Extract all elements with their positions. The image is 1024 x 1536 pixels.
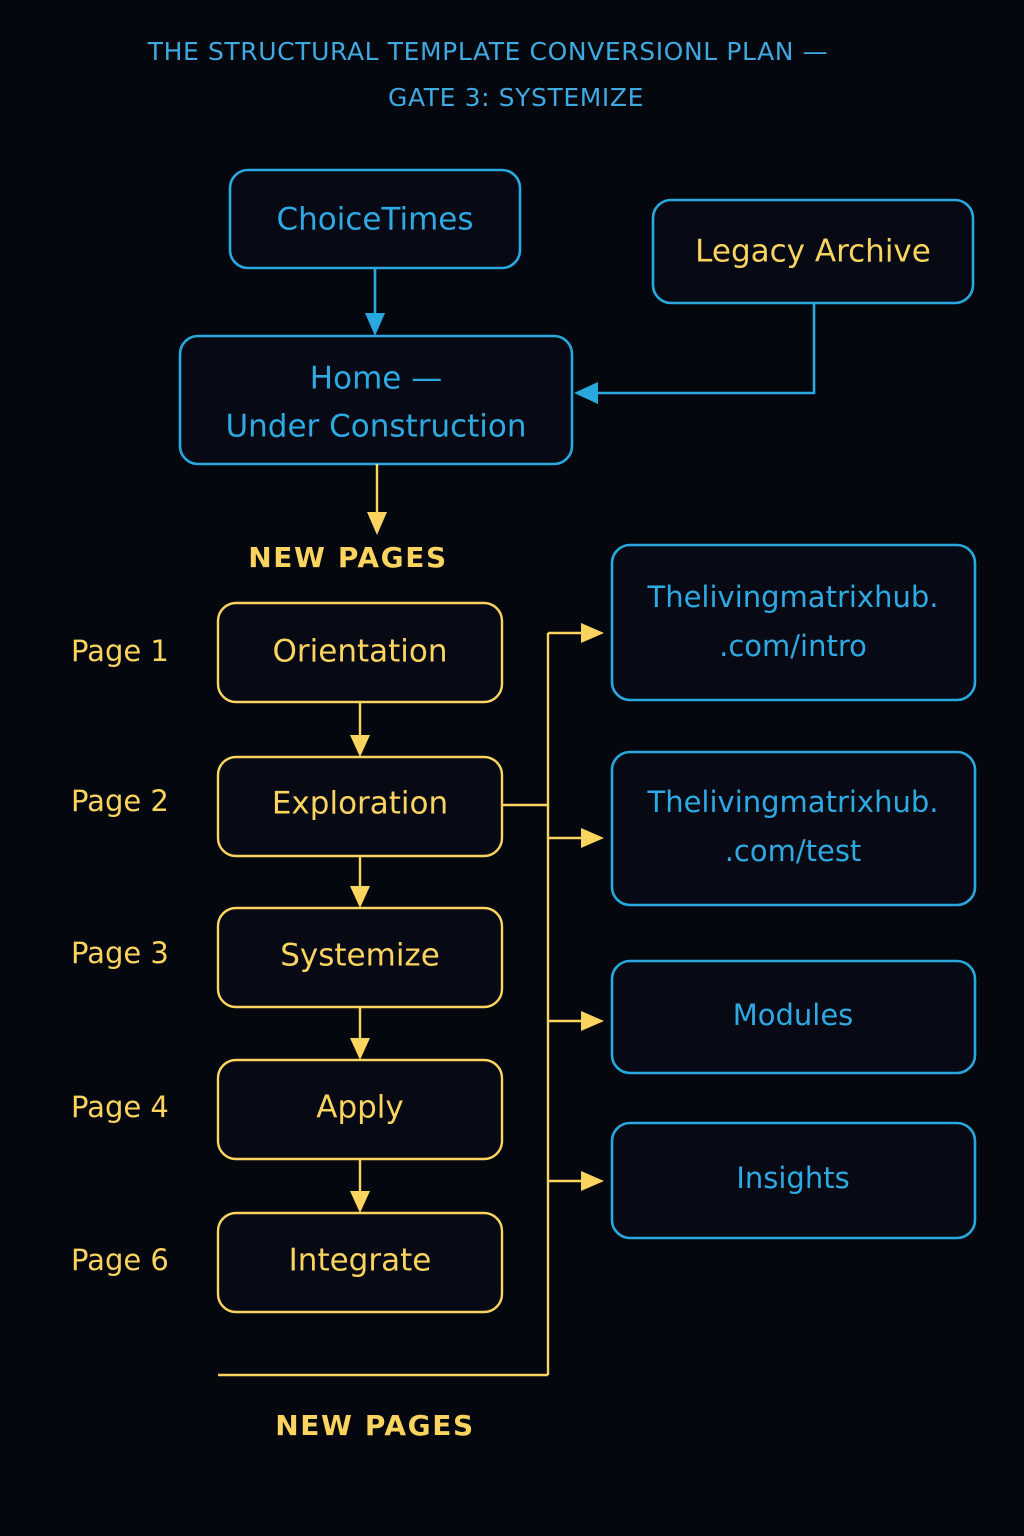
page-tag-2: Page 2 <box>71 784 169 818</box>
diagram-title: THE STRUCTURAL TEMPLATE CONVERSIONL PLAN… <box>147 37 829 112</box>
edge-branch-to-insights <box>548 1171 604 1191</box>
arrowhead-down-icon <box>365 313 385 336</box>
target-box-insights[interactable] <box>610 1121 977 1240</box>
target-box-intro[interactable] <box>610 543 977 702</box>
arrowhead-down-icon <box>350 1191 370 1213</box>
edge-branch-to-modules <box>548 1011 604 1031</box>
arrowhead-left-icon <box>574 382 598 404</box>
arrowhead-right-icon <box>581 623 604 643</box>
target-intro-line-2: .com/intro <box>719 629 867 663</box>
home-label-line-2: Under Construction <box>225 409 526 445</box>
target-test-line-1: Thelivingmatrixhub. <box>647 785 939 819</box>
node-page-3[interactable]: Page 3 Systemize <box>71 906 504 1009</box>
node-legacy-archive[interactable]: Legacy Archive <box>651 198 975 305</box>
page-label-orientation: Orientation <box>272 634 447 670</box>
branch-bus <box>218 633 550 1377</box>
page-tag-4: Page 4 <box>71 1090 169 1124</box>
node-target-intro[interactable]: Thelivingmatrixhub. .com/intro <box>610 543 977 702</box>
arrowhead-down-icon <box>350 886 370 908</box>
edge-legacyarchive-to-home <box>574 303 816 404</box>
home-label-line-1: Home — <box>310 361 442 397</box>
page-tag-6: Page 6 <box>71 1243 169 1277</box>
node-page-4[interactable]: Page 4 Apply <box>71 1058 504 1161</box>
arrowhead-down-icon <box>350 735 370 757</box>
edge-chain-page3-page4 <box>350 1007 370 1060</box>
target-box-test[interactable] <box>610 750 977 907</box>
arrowhead-down-icon <box>367 512 387 535</box>
target-test-line-2: .com/test <box>725 834 862 868</box>
target-intro-line-1: Thelivingmatrixhub. <box>647 580 939 614</box>
title-line-1: THE STRUCTURAL TEMPLATE CONVERSIONL PLAN… <box>147 37 829 66</box>
node-target-modules[interactable]: Modules <box>610 959 977 1075</box>
edge-chain-page2-page3 <box>350 856 370 908</box>
section-label-new-pages-bottom: NEW PAGES <box>275 1409 475 1442</box>
page-label-exploration: Exploration <box>272 786 448 822</box>
arrowhead-right-icon <box>581 828 604 848</box>
page-tag-3: Page 3 <box>71 936 169 970</box>
node-home[interactable]: Home — Under Construction <box>178 334 574 466</box>
page-label-apply: Apply <box>316 1090 404 1126</box>
edge-choicetimes-to-home <box>365 268 385 336</box>
arrowhead-down-icon <box>350 1038 370 1060</box>
page-label-integrate: Integrate <box>289 1243 432 1279</box>
edge-branch-to-intro <box>548 623 604 643</box>
section-label-new-pages-top: NEW PAGES <box>248 541 448 574</box>
edge-chain-page1-page2 <box>350 702 370 757</box>
arrowhead-right-icon <box>581 1011 604 1031</box>
edge-home-to-newpages <box>367 464 387 535</box>
edge-branch-to-test <box>548 828 604 848</box>
target-box-modules[interactable] <box>610 959 977 1075</box>
node-target-insights[interactable]: Insights <box>610 1121 977 1240</box>
page-label-systemize: Systemize <box>280 938 440 974</box>
title-line-2: GATE 3: SYSTEMIZE <box>388 83 644 112</box>
node-page-1[interactable]: Page 1 Orientation <box>71 601 504 704</box>
target-insights-label: Insights <box>736 1161 849 1195</box>
target-modules-label: Modules <box>733 998 854 1032</box>
edge-chain-page4-page6 <box>350 1159 370 1213</box>
home-box[interactable] <box>178 334 574 466</box>
node-page-6[interactable]: Page 6 Integrate <box>71 1211 504 1314</box>
legacy-archive-label: Legacy Archive <box>695 234 931 270</box>
node-page-2[interactable]: Page 2 Exploration <box>71 755 504 858</box>
node-target-test[interactable]: Thelivingmatrixhub. .com/test <box>610 750 977 907</box>
choice-times-label: ChoiceTimes <box>276 202 473 238</box>
node-choice-times[interactable]: ChoiceTimes <box>228 168 522 270</box>
arrowhead-right-icon <box>581 1171 604 1191</box>
page-tag-1: Page 1 <box>71 634 169 668</box>
